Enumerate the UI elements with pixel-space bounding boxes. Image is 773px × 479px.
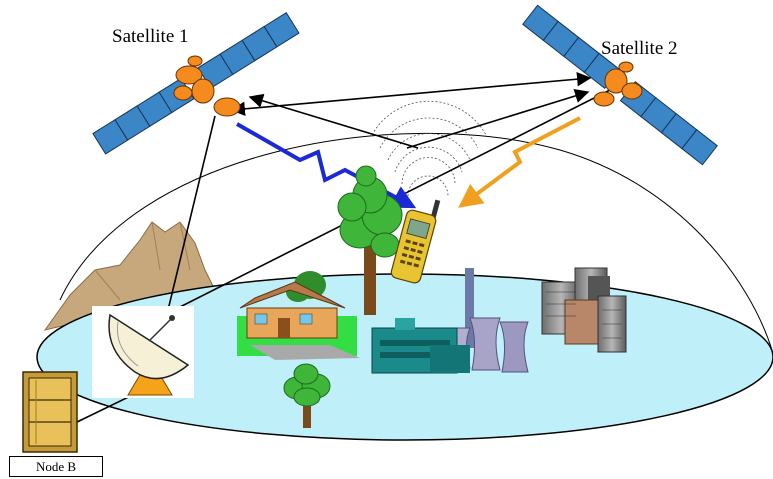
house-icon	[237, 271, 360, 360]
mobile-phone-icon	[390, 199, 441, 284]
satellite-1-icon	[92, 12, 300, 155]
small-tree-icon	[283, 363, 331, 428]
mountain-icon	[43, 221, 216, 331]
satellite-2-label: Satellite 2	[601, 38, 678, 59]
industrial-plant-icon	[371, 268, 529, 374]
signal-satellite2-to-phone	[458, 116, 581, 208]
node-b-label: Node B	[9, 456, 103, 477]
coverage-dome	[59, 132, 773, 351]
link-phone-to-satellite2	[406, 88, 590, 149]
satellite-2-icon	[522, 4, 718, 166]
satellite-dish-icon	[92, 306, 194, 398]
node-b-cabinet-icon	[22, 371, 78, 453]
link-satellite1-to-satellite2	[230, 71, 592, 117]
tree-icon	[337, 165, 403, 315]
link-satellite1-to-dish	[167, 115, 216, 311]
office-buildings-icon	[541, 267, 627, 353]
satellite-1-label: Satellite 1	[112, 26, 189, 47]
